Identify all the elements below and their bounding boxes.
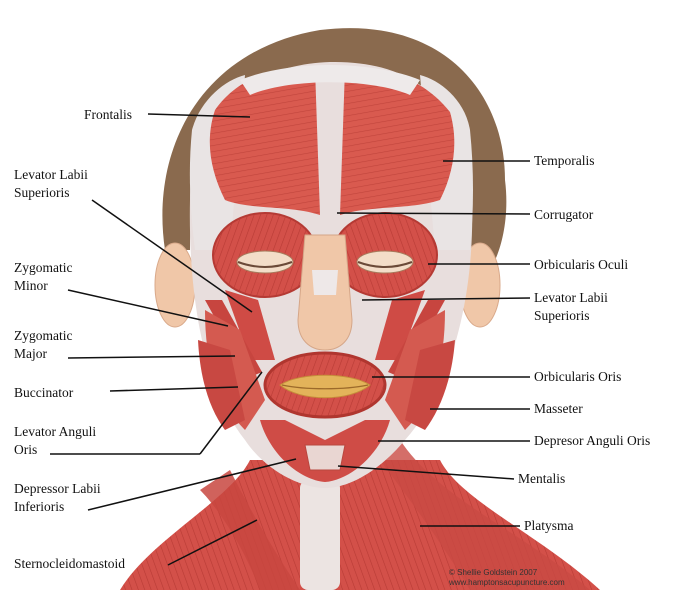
label-masseter: Masseter (534, 400, 583, 418)
label-temporalis: Temporalis (534, 152, 595, 170)
leader-sternocleidomastoid (168, 520, 257, 565)
leader-zygomatic-major (68, 356, 235, 358)
leader-levator-anguli-oris-2 (200, 372, 262, 454)
credit-author: © Shellie Goldstein 2007 (449, 568, 537, 578)
label-levator-labii-superioris-left: Levator Labii Superioris (14, 166, 88, 202)
label-orbicularis-oris: Orbicularis Oris (534, 368, 621, 386)
leader-depressor-labii (88, 459, 296, 510)
label-sternocleidomastoid: Sternocleidomastoid (14, 555, 125, 573)
label-platysma: Platysma (524, 517, 574, 535)
leader-levator-labii-right (362, 298, 530, 300)
leader-zygomatic-minor (68, 290, 228, 326)
label-orbicularis-oculi: Orbicularis Oculi (534, 256, 628, 274)
label-depressor-labii-inferioris: Depressor Labii Inferioris (14, 480, 101, 516)
leader-buccinator (110, 387, 238, 391)
label-levator-anguli-oris: Levator Anguli Oris (14, 423, 96, 459)
label-depresor-anguli-oris: Depresor Anguli Oris (534, 432, 650, 450)
label-levator-labii-superioris-right: Levator Labii Superioris (534, 289, 608, 325)
label-zygomatic-major: Zygomatic Major (14, 327, 72, 363)
label-corrugator: Corrugator (534, 206, 593, 224)
label-frontalis: Frontalis (84, 106, 132, 124)
label-zygomatic-minor: Zygomatic Minor (14, 259, 72, 295)
leader-levator-labii-left (92, 200, 252, 312)
label-buccinator: Buccinator (14, 384, 73, 402)
leader-frontalis (148, 114, 250, 117)
label-mentalis: Mentalis (518, 470, 565, 488)
credit-site: www.hamptonsacupuncture.com (449, 578, 565, 588)
leader-corrugator (337, 213, 530, 214)
leader-mentalis (338, 466, 514, 479)
